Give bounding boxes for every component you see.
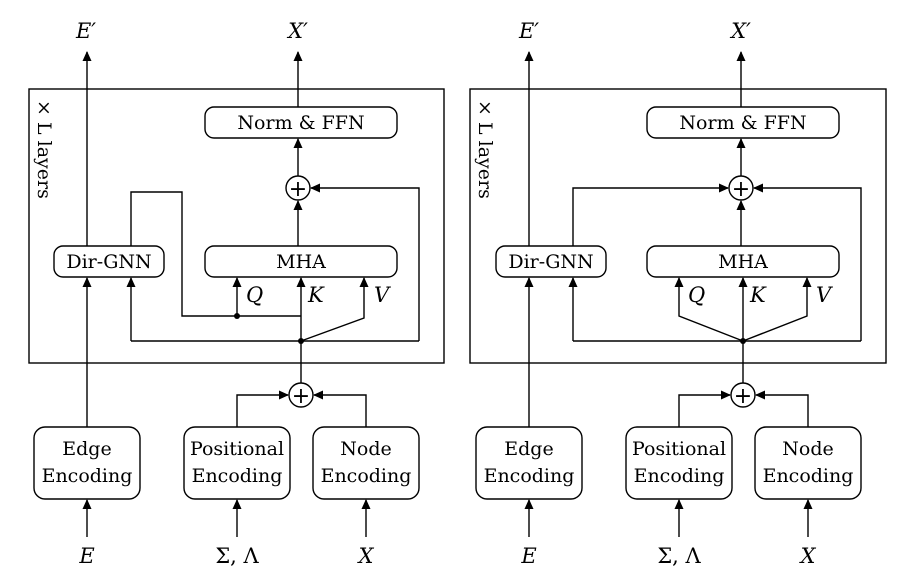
right-norm-ffn-label: Norm & FFN: [679, 112, 806, 134]
right-plus-top: +: [732, 177, 750, 202]
right-dir-gnn-label: Dir-GNN: [508, 251, 593, 273]
left-k-label: K: [307, 283, 325, 307]
left-edge-encoding-l1: Edge: [62, 438, 111, 460]
left-dir-gnn-label: Dir-GNN: [66, 251, 151, 273]
left-positional-encoding-l2: Encoding: [192, 465, 283, 487]
right-edge-encoding-l2: Encoding: [484, 465, 575, 487]
left-layer-frame: [28, 88, 445, 364]
left-plus-bottom: +: [292, 384, 310, 409]
left-positional-encoding-l1: Positional: [190, 438, 284, 460]
right-output-node: X′: [729, 19, 751, 43]
right-layer-frame: [469, 88, 887, 364]
right-positional-encoding-l1: Positional: [632, 438, 726, 460]
left-input-edge: E: [78, 544, 94, 568]
left-connections: [82, 51, 420, 537]
left-output-edge: E′: [75, 19, 96, 43]
left-plus-top: +: [289, 177, 307, 202]
left-edge-encoding-l2: Encoding: [42, 465, 133, 487]
left-input-node: X: [357, 544, 375, 568]
right-panel: × L layers E′ X′ Norm & FFN + MHA Dir-GN…: [469, 19, 887, 568]
right-node-encoding-l2: Encoding: [763, 465, 854, 487]
right-node-encoding-l1: Node: [782, 438, 833, 460]
right-k-label: K: [749, 283, 767, 307]
right-positional-encoding-l2: Encoding: [634, 465, 725, 487]
right-input-edge: E: [520, 544, 536, 568]
left-layers-label: × L layers: [33, 100, 55, 199]
right-dir-gnn-block: [495, 245, 607, 278]
left-mha-label: MHA: [276, 251, 326, 273]
right-output-edge: E′: [518, 19, 539, 43]
right-v-label: V: [816, 283, 833, 307]
left-norm-ffn-label: Norm & FFN: [237, 112, 364, 134]
left-dir-gnn-block: [53, 245, 165, 278]
left-node-encoding-l1: Node: [340, 438, 391, 460]
left-v-label: V: [374, 283, 391, 307]
left-input-positional: Σ, Λ: [215, 544, 259, 568]
right-input-positional: Σ, Λ: [657, 544, 701, 568]
right-layers-label: × L layers: [474, 100, 496, 199]
right-mha-label: MHA: [718, 251, 768, 273]
right-q-label: Q: [688, 283, 705, 307]
left-q-label: Q: [246, 283, 263, 307]
right-input-node: X: [799, 544, 817, 568]
right-edge-encoding-l1: Edge: [504, 438, 553, 460]
left-panel: × L layers E′ X′ Norm & FFN + MHA Dir-GN…: [28, 19, 445, 568]
left-output-node: X′: [286, 19, 308, 43]
left-node-encoding-l2: Encoding: [321, 465, 412, 487]
right-plus-bottom: +: [734, 384, 752, 409]
right-connections: [524, 51, 862, 537]
